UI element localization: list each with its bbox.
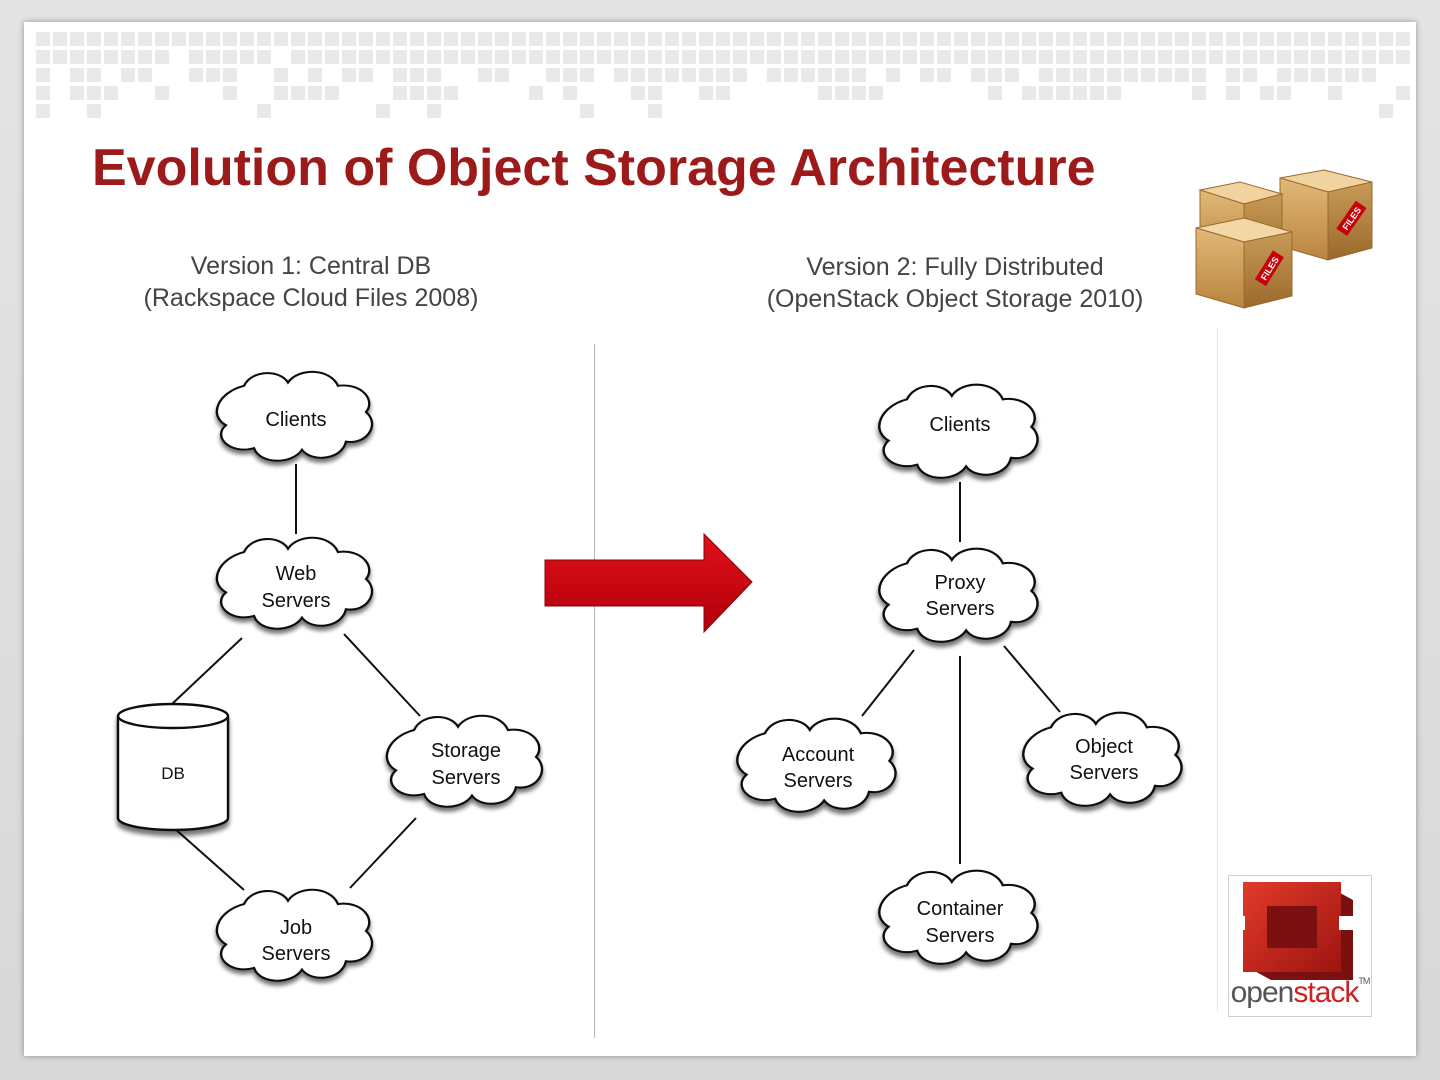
node-label-container-1: Container [917, 898, 1004, 920]
node-label-clients-v2: Clients [929, 414, 990, 436]
left-heading-line1: Version 1: Central DB [190, 252, 432, 280]
node-label-object-2: Servers [1070, 762, 1139, 784]
slide: Evolution of Object Storage Architecture… [24, 22, 1416, 1056]
decorative-grid-banner [36, 32, 1410, 118]
node-label-job-1: Job [280, 917, 312, 939]
edge-web-db [171, 637, 243, 705]
edge-storage-job [349, 817, 417, 889]
transition-arrow [544, 532, 753, 634]
node-label-account-1: Account [782, 744, 855, 766]
left-heading-line2: (Rackspace Cloud Files 2008) [143, 284, 479, 312]
right-heading-line2: (OpenStack Object Storage 2010) [766, 285, 1144, 313]
edge-web-storage [343, 633, 421, 717]
diagram-frame-edge [1217, 327, 1218, 1012]
file-boxes-icon: FILES FILES [1195, 169, 1373, 309]
node-label-db: DB [161, 764, 185, 783]
column-divider [594, 344, 595, 1038]
node-label-proxy-1: Proxy [934, 572, 985, 594]
node-label-storage-1: Storage [431, 740, 501, 762]
db-cylinder [116, 702, 230, 832]
node-label-container-2: Servers [926, 925, 995, 947]
version1-diagram: Clients Web Servers DB Storage Servers J… [116, 370, 1183, 982]
edge-proxy-object [1003, 645, 1061, 713]
node-label-clients-v1: Clients [265, 409, 326, 431]
node-label-web-1: Web [276, 563, 317, 585]
cloud-proxy-servers [878, 547, 1039, 644]
box-front: FILES [1195, 217, 1293, 309]
node-label-web-2: Servers [262, 590, 331, 612]
edge-proxy-account [861, 649, 915, 717]
node-label-account-2: Servers [784, 770, 853, 792]
openstack-logo: openstackTM [1228, 875, 1372, 1017]
right-column-heading: Version 2: Fully Distributed (OpenStack … [714, 251, 1196, 315]
openstack-wordmark: openstackTM [1229, 976, 1371, 1010]
node-label-object-1: Object [1075, 736, 1133, 758]
logo-trademark: TM [1358, 976, 1370, 986]
logo-word-stack: stack [1293, 976, 1359, 1009]
logo-word-open: open [1230, 976, 1295, 1009]
node-label-job-2: Servers [262, 943, 331, 965]
edge-db-job [173, 827, 245, 891]
node-label-storage-2: Servers [432, 767, 501, 789]
slide-title: Evolution of Object Storage Architecture [92, 139, 1096, 197]
node-label-proxy-2: Servers [926, 598, 995, 620]
openstack-mark-icon [1231, 882, 1353, 980]
right-heading-line1: Version 2: Fully Distributed [806, 253, 1104, 281]
cloud-object-servers [1022, 711, 1183, 808]
left-column-heading: Version 1: Central DB (Rackspace Cloud F… [84, 250, 538, 314]
